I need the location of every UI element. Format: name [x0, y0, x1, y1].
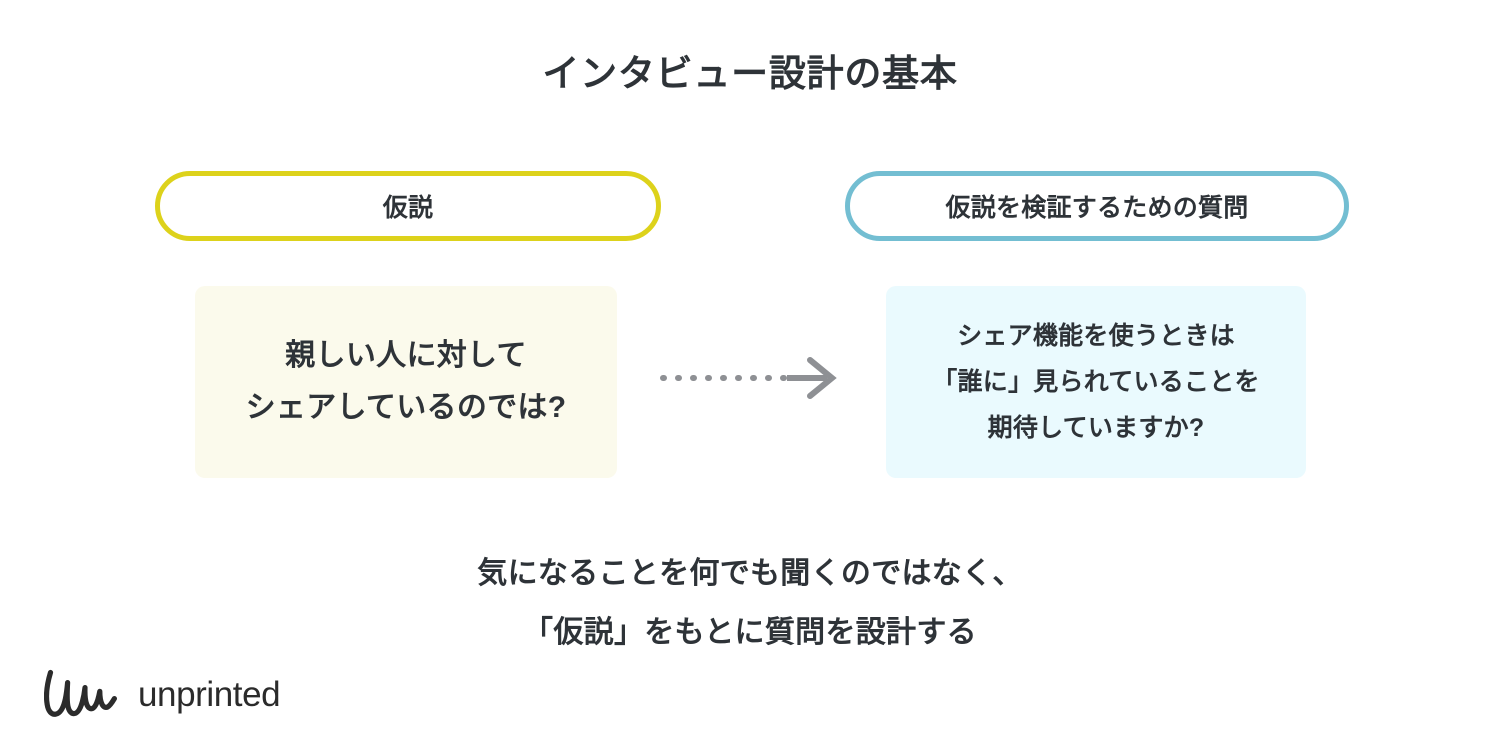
- card-question-line-1: シェア機能を使うときは: [957, 322, 1235, 350]
- card-question-line-2: 「誰に」見られていることを: [932, 368, 1260, 396]
- brand-logo-text: unprinted: [138, 674, 281, 714]
- card-hypothesis: 親しい人に対して シェアしているのでは?: [195, 286, 617, 478]
- column-header-hypothesis-label: 仮説: [382, 194, 434, 222]
- dotted-arrow-right-svg: [660, 357, 837, 399]
- column-header-question-label: 仮説を検証するための質問: [945, 194, 1249, 222]
- caption: 気になることを何でも聞くのではなく、 「仮説」をもとに質問を設計する: [0, 545, 1500, 662]
- card-hypothesis-line-1: 親しい人に対して: [285, 338, 527, 372]
- unprinted-script-mark-icon: [44, 669, 117, 717]
- page-title: インタビュー設計の基本: [542, 53, 958, 94]
- caption-line-2: 「仮説」をもとに質問を設計する: [523, 615, 977, 649]
- card-hypothesis-line-2: シェアしているのでは?: [245, 391, 567, 424]
- card-question-line-3: 期待していますか?: [987, 414, 1205, 442]
- card-question: シェア機能を使うときは 「誰に」見られていることを 期待していますか?: [886, 286, 1306, 478]
- caption-line-1: 気になることを何でも聞くのではなく、: [477, 557, 1023, 590]
- column-header-question: 仮説を検証するための質問: [845, 171, 1349, 241]
- column-header-hypothesis: 仮説: [155, 171, 661, 241]
- dotted-arrow-right-icon: [655, 355, 845, 401]
- brand-logo: unprinted: [44, 668, 281, 720]
